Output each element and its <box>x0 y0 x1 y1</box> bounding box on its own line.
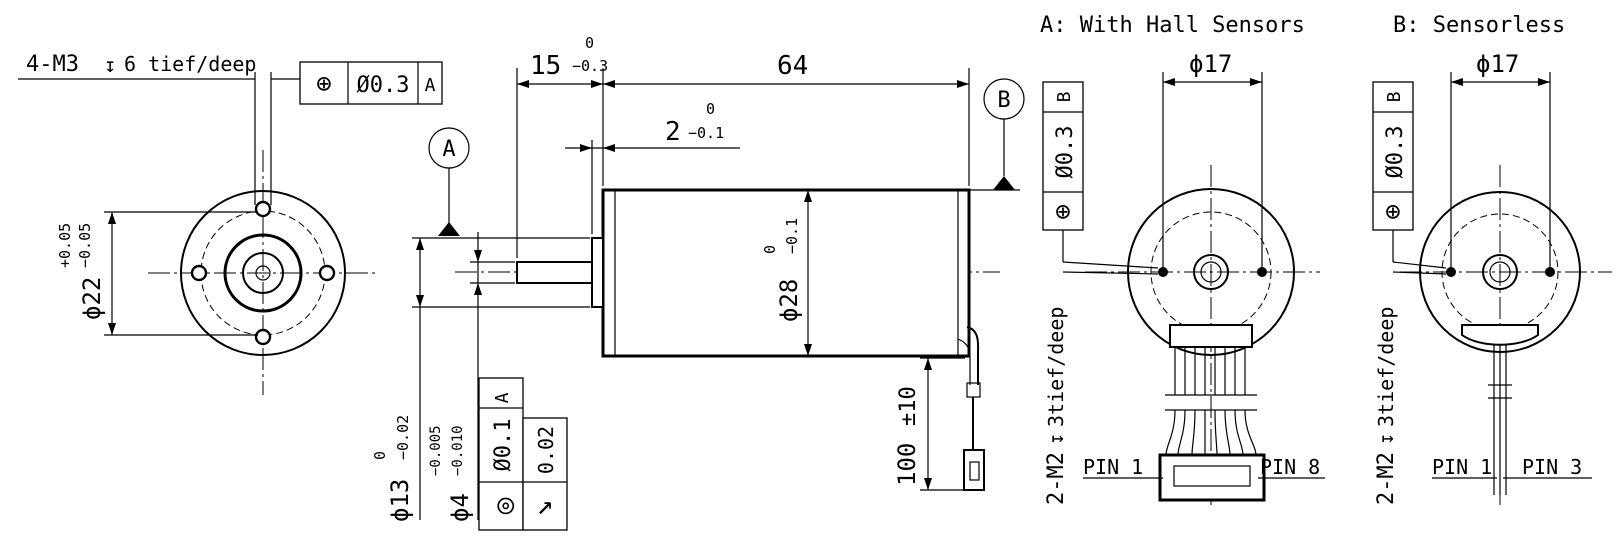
thread-depth: 6 tief/deep <box>124 52 256 76</box>
dim-15-tol-lower: −0.3 <box>572 57 608 75</box>
pilot-boss <box>591 237 604 308</box>
pin-last: PIN 3 <box>1522 455 1582 479</box>
mounting-hole <box>318 264 336 282</box>
position-icon: ⊕ <box>316 69 332 99</box>
dia-4-label: ϕ4 <box>446 493 474 522</box>
rear-view-b: B: Sensorless ϕ17 PIN 1 PIN 3 B Ø0.3 ⊕ <box>1372 13 1612 505</box>
concentricity-icon: ◎ <box>487 497 520 514</box>
depth-symbol: ↧ <box>104 53 116 77</box>
dia-17-label: ϕ17 <box>1476 50 1519 78</box>
thread-depth: 3tief/deep <box>1044 307 1068 427</box>
fcf-datum: B <box>1384 92 1405 103</box>
dia-13-tol-lower: −0.02 <box>394 415 412 460</box>
mounting-hole <box>190 264 208 282</box>
depth-symbol: ↧ <box>1044 433 1068 445</box>
thread-note: 2-M2 <box>1374 452 1399 505</box>
flange-outline <box>180 190 346 356</box>
shaft-end <box>255 265 271 281</box>
wire-bundle <box>1493 345 1507 495</box>
connector <box>963 449 985 491</box>
fcf-tolerance: Ø0.3 <box>1053 126 1078 179</box>
connector <box>1158 453 1266 502</box>
dia-17-label: ϕ17 <box>1189 50 1232 78</box>
mounting-hole <box>254 328 272 346</box>
ribbon-cable <box>1165 347 1257 456</box>
fcf-tolerance: Ø0.3 <box>1383 126 1408 179</box>
dia-28-tol-lower: −0.1 <box>783 218 801 254</box>
pin-first: PIN 1 <box>1083 455 1143 479</box>
dia-28-label: ϕ28 <box>775 279 803 322</box>
runout-icon: ↗ <box>537 488 554 521</box>
dia-4-tol-upper: −0.005 <box>428 425 444 476</box>
fcf-datum: B <box>1054 92 1075 103</box>
datum-a-label: A <box>442 137 455 162</box>
thread-note: 2-M2 <box>1044 452 1069 505</box>
dia-13-label: ϕ13 <box>386 479 414 522</box>
lead-length: 100 <box>893 443 921 486</box>
dia-13-tol-upper: 0 <box>371 451 389 460</box>
dia-4-tol-lower: −0.010 <box>450 425 466 476</box>
thread-note: 4-M3 <box>26 52 79 77</box>
depth-symbol: ↧ <box>1374 433 1398 445</box>
view-b-title: B: Sensorless <box>1393 13 1565 38</box>
datum-b-label: B <box>997 88 1010 113</box>
dia-22-label: ϕ22 <box>78 277 106 320</box>
lead-length-tol: ±10 <box>896 386 921 426</box>
dim-64: 64 <box>777 51 808 81</box>
fcf-datum: A <box>492 392 513 403</box>
dim-2-tol-upper: 0 <box>706 100 715 118</box>
position-icon: ⊕ <box>1385 197 1401 227</box>
rear-view-a: A: With Hall Sensors ϕ17 <box>1040 13 1325 505</box>
pin-first: PIN 1 <box>1432 455 1492 479</box>
fcf-tolerance: Ø0.3 <box>357 73 410 98</box>
fcf-tolerance: 0.02 <box>534 426 558 474</box>
position-fcf: B Ø0.3 ⊕ <box>1042 81 1084 231</box>
dia-22-tol-upper: +0.05 <box>56 223 74 268</box>
dim-15: 15 <box>530 51 561 81</box>
fcf-datum: A <box>425 75 436 96</box>
pilot-boss <box>223 233 303 313</box>
position-icon: ⊕ <box>1055 197 1071 227</box>
position-fcf: ⊕ Ø0.3 A <box>299 61 443 105</box>
pin-last: PIN 8 <box>1260 455 1320 479</box>
position-fcf: B Ø0.3 ⊕ <box>1372 81 1414 231</box>
motor-housing <box>601 188 971 358</box>
view-a-title: A: With Hall Sensors <box>1040 13 1305 38</box>
dia-22-tol-lower: −0.05 <box>76 223 94 268</box>
side-view: 15 0 −0.3 64 2 0 −0.1 A B ϕ28 0 −0.1 ϕ13 <box>371 34 1025 531</box>
dia-28-tol-upper: 0 <box>761 245 779 254</box>
fcf-tolerance: Ø0.1 <box>491 419 516 472</box>
concentricity-fcf: A Ø0.1 ◎ <box>478 377 524 531</box>
mounting-hole <box>254 200 272 218</box>
thread-depth: 3tief/deep <box>1374 307 1398 427</box>
front-view: 4-M3 ↧ 6 tief/deep ⊕ Ø0.3 A ϕ22 +0.05 −0… <box>18 52 443 395</box>
dim-2-tol-lower: −0.1 <box>688 124 724 142</box>
runout-fcf: 0.02 ↗ <box>522 417 568 531</box>
shaft <box>516 261 593 284</box>
dim-2: 2 <box>665 117 681 147</box>
dim-15-tol-upper: 0 <box>585 34 594 52</box>
